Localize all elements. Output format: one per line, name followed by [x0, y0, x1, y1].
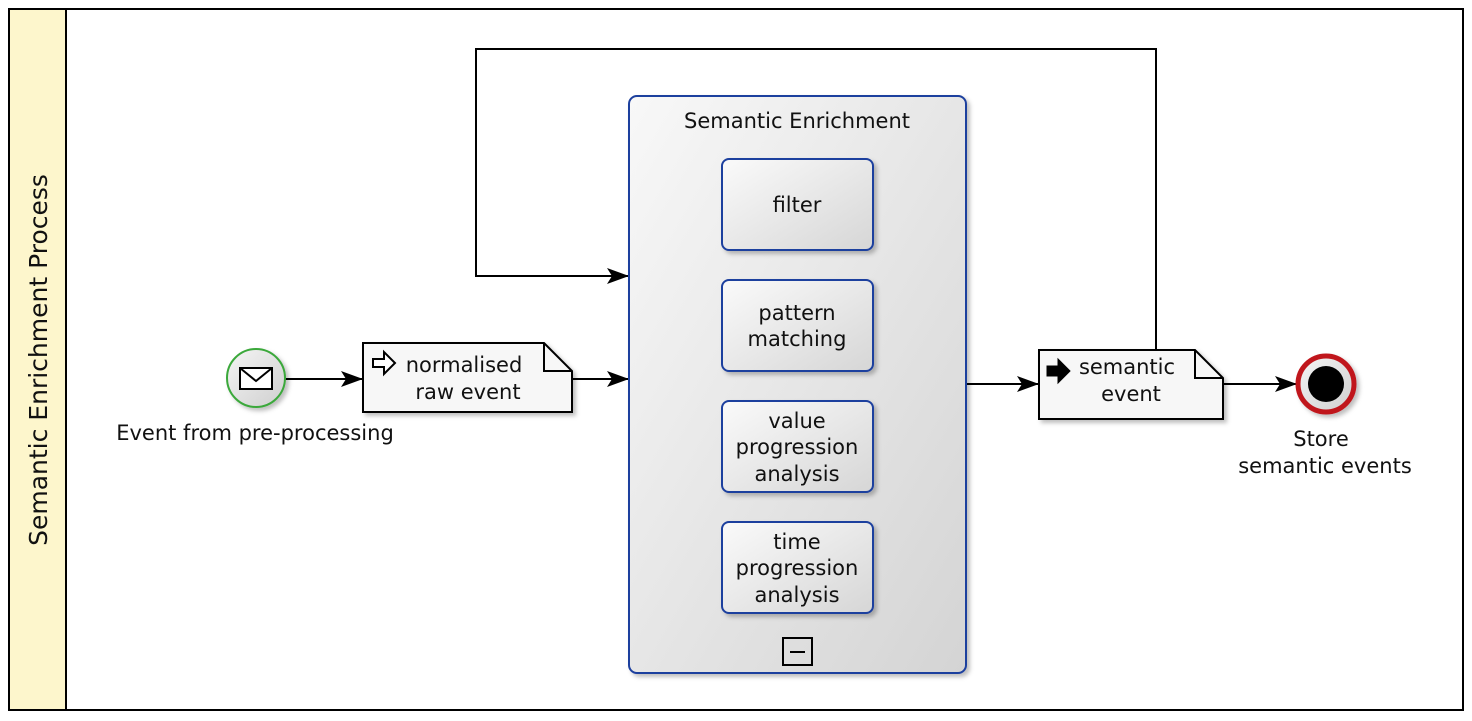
task-label: matching: [748, 327, 847, 351]
hollow-arrow-icon: [372, 349, 397, 377]
data-output-line-2: event: [1101, 382, 1161, 406]
task-label: value: [768, 409, 825, 433]
subprocess-title: Semantic Enrichment: [684, 109, 910, 133]
start-event[interactable]: [226, 348, 286, 408]
data-input-normalised-raw-event[interactable]: normalised raw event: [362, 342, 573, 413]
data-output-semantic-event[interactable]: semantic event: [1038, 349, 1224, 420]
subprocess-semantic-enrichment[interactable]: Semantic Enrichment filter pattern match…: [628, 95, 967, 674]
task-value-progression-analysis[interactable]: value progression analysis: [721, 400, 874, 493]
envelope-icon: [239, 367, 273, 390]
end-event-fill: [1308, 366, 1344, 402]
end-event-label-line-1: Store: [1293, 427, 1349, 451]
filled-arrow-icon: [1046, 357, 1071, 385]
end-event[interactable]: [1295, 353, 1357, 415]
data-input-line-1: normalised: [406, 353, 523, 377]
end-event-label-line-2: semantic events: [1238, 454, 1412, 478]
task-time-progression-analysis[interactable]: time progression analysis: [721, 521, 874, 614]
task-label: analysis: [754, 583, 839, 607]
lane-label: Semantic Enrichment Process: [24, 174, 53, 546]
task-pattern-matching[interactable]: pattern matching: [721, 279, 874, 372]
task-label: time: [773, 530, 820, 554]
start-event-label: Event from pre-processing: [116, 421, 394, 445]
flow-loop-back: [475, 48, 1157, 350]
data-input-line-2: raw event: [415, 380, 520, 404]
task-label: pattern: [758, 301, 835, 325]
data-output-line-1: semantic: [1079, 355, 1175, 379]
minus-icon[interactable]: [782, 637, 813, 666]
sequence-flows: [285, 48, 1297, 392]
task-label: progression: [736, 435, 859, 459]
task-label: filter: [773, 193, 822, 217]
task-label: analysis: [754, 462, 839, 486]
task-filter[interactable]: filter: [721, 158, 874, 251]
lane-header: [8, 8, 67, 711]
task-label: progression: [736, 556, 859, 580]
